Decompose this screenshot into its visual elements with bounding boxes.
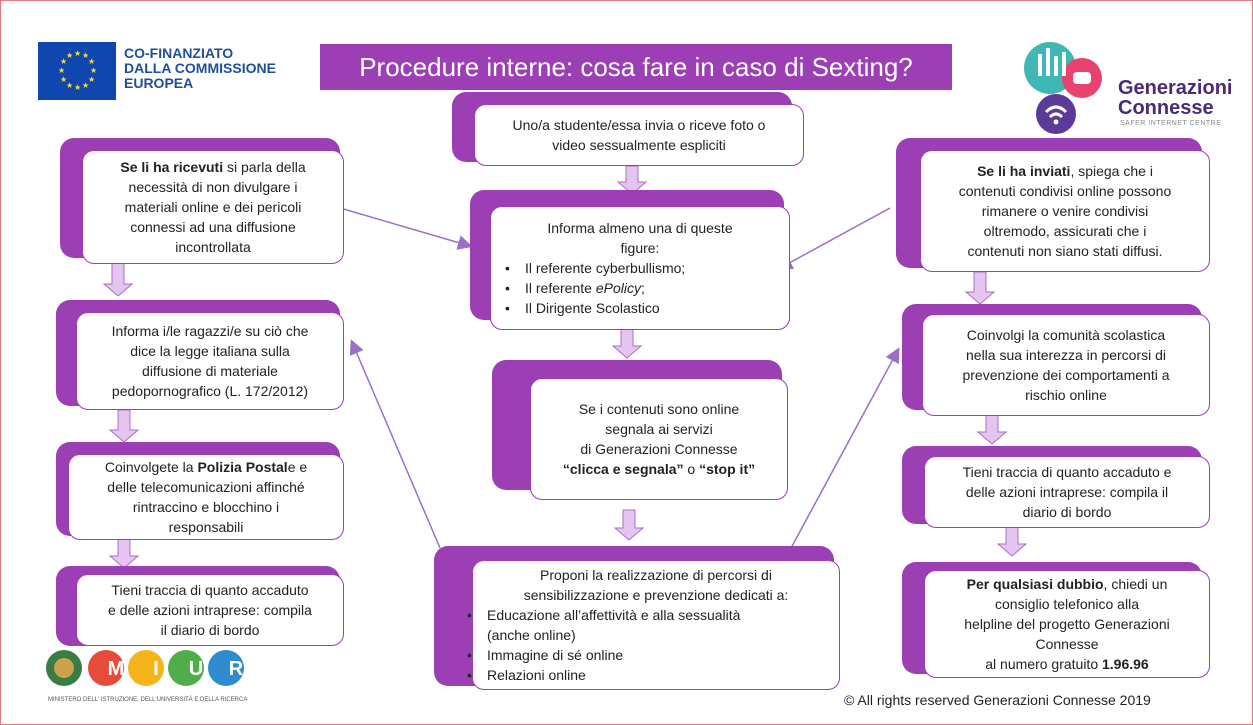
- svg-text:★: ★: [74, 49, 81, 58]
- svg-text:★: ★: [74, 83, 81, 92]
- list-item: Il referente cyberbullismo;: [499, 258, 781, 278]
- svg-text:★: ★: [60, 57, 67, 66]
- left-track-box: Tieni traccia di quanto accaduto e delle…: [76, 574, 344, 646]
- start-step-box: Uno/a studente/essa invia o riceve foto …: [474, 104, 804, 166]
- sent-box: Se li ha inviati, spiega che i contenuti…: [920, 150, 1210, 272]
- copyright-notice: © All rights reserved Generazioni Connes…: [844, 692, 1151, 708]
- list-item: Educazione all’affettività e alla sessua…: [461, 605, 831, 645]
- page-title: Procedure interne: cosa fare in caso di …: [320, 44, 952, 90]
- right-track-box: Tieni traccia di quanto accaduto e delle…: [924, 456, 1210, 528]
- report-online-box: Se i contenuti sono online segnala ai se…: [530, 378, 788, 500]
- list-item: Il referente ePolicy;: [499, 278, 781, 298]
- list-item: Il Dirigente Scolastico: [499, 298, 781, 318]
- svg-text:★: ★: [82, 81, 89, 90]
- eu-flag-logo: ★★★ ★★★ ★★★ ★★★: [38, 42, 116, 100]
- postal-police-box: Coinvolgete la Polizia Postale e delle t…: [68, 454, 344, 540]
- helpline-box: Per qualsiasi dubbio, chiedi un consigli…: [924, 570, 1210, 678]
- svg-text:★: ★: [88, 75, 95, 84]
- list-item: Relazioni online: [461, 665, 831, 685]
- svg-text:★: ★: [82, 51, 89, 60]
- law-info-box: Informa i/le ragazzi/e su ciò che dice l…: [76, 312, 344, 410]
- svg-text:★: ★: [90, 66, 97, 75]
- svg-text:★: ★: [88, 57, 95, 66]
- inform-figures-box: Informa almeno una di queste figure: Il …: [490, 206, 790, 330]
- svg-text:★: ★: [58, 66, 65, 75]
- paths-list: Educazione all’affettività e alla sessua…: [461, 605, 831, 685]
- list-item: Immagine di sé online: [461, 645, 831, 665]
- propose-paths-box: Proponi la realizzazione di percorsi di …: [467, 560, 840, 690]
- community-box: Coinvolgi la comunità scolastica nella s…: [922, 314, 1210, 416]
- received-box: Se li ha ricevuti si parla della necessi…: [82, 150, 344, 264]
- svg-text:★: ★: [66, 81, 73, 90]
- svg-text:★: ★: [60, 75, 67, 84]
- figures-list: Il referente cyberbullismo; Il referente…: [499, 258, 781, 318]
- miur-label: MINISTERO DELL' ISTRUZIONE, DELL'UNIVERS…: [48, 697, 248, 703]
- svg-text:★: ★: [66, 51, 73, 60]
